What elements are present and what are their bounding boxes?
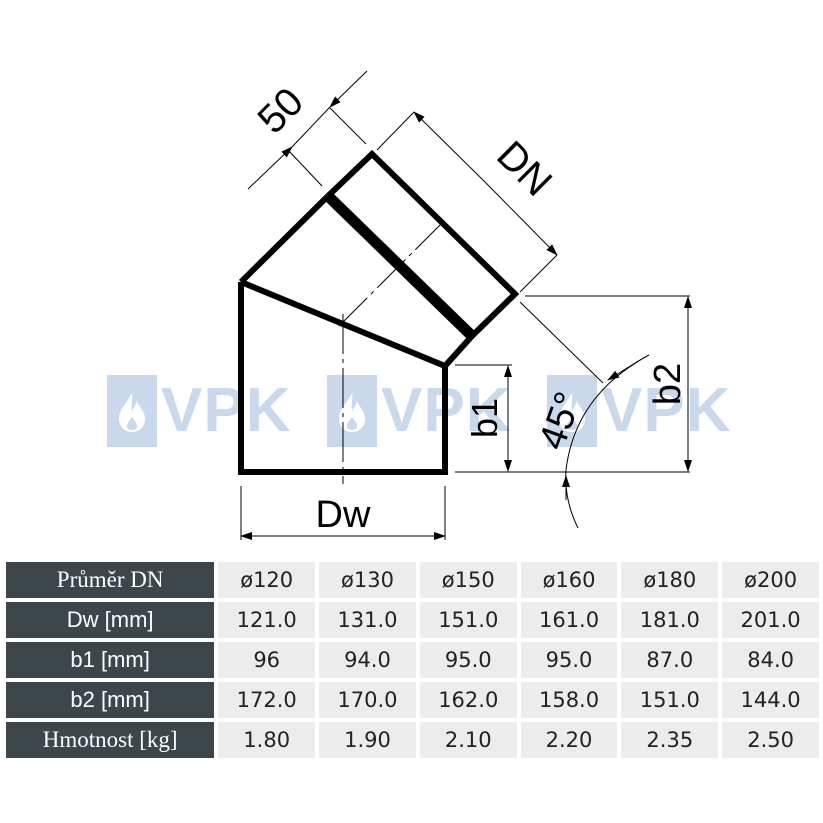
table-cell: ø180	[621, 562, 719, 598]
watermark-text: VPK	[161, 376, 292, 445]
dim-50-label: 50	[250, 80, 313, 143]
table-cell: 151.0	[621, 682, 719, 718]
elbow-drawing: 50 DN Dw b1 b2 45°	[238, 70, 692, 540]
table-cell: 151.0	[419, 602, 517, 638]
elbow-body	[238, 149, 520, 475]
vpk-watermark: VPK	[547, 375, 731, 447]
table-cell: 121.0	[218, 602, 316, 638]
table-cell: 2.20	[520, 722, 618, 758]
flame-icon	[327, 375, 377, 447]
table-cell: 144.0	[722, 682, 819, 718]
table-cell: 131.0	[319, 602, 416, 638]
table-row-dw: Dw [mm] 121.0 131.0 151.0 161.0 181.0 20…	[6, 602, 819, 638]
table-row-diameter: Průměr DN ø120 ø130 ø150 ø160 ø180 ø200	[6, 562, 819, 598]
table-row-b1: b1 [mm] 96 94.0 95.0 95.0 87.0 84.0	[6, 642, 819, 678]
dim-dw-label: Dw	[316, 494, 371, 536]
table-cell: ø160	[520, 562, 618, 598]
table-cell: 158.0	[520, 682, 618, 718]
dim-dn-label: DN	[488, 133, 560, 205]
table-cell: 1.90	[319, 722, 416, 758]
table-cell: 1.80	[218, 722, 316, 758]
table-cell: 2.50	[722, 722, 819, 758]
table-cell: 172.0	[218, 682, 316, 718]
table-cell: 181.0	[621, 602, 719, 638]
row-header: b1 [mm]	[6, 642, 215, 678]
table-cell: 201.0	[722, 602, 819, 638]
table-cell: 170.0	[319, 682, 416, 718]
row-header: Průměr DN	[6, 562, 215, 598]
table-row-b2: b2 [mm] 172.0 170.0 162.0 158.0 151.0 14…	[6, 682, 819, 718]
dim-b2-label: b2	[647, 363, 689, 405]
table-cell: ø130	[319, 562, 416, 598]
table-cell: 94.0	[319, 642, 416, 678]
table-cell: ø150	[419, 562, 517, 598]
vpk-watermark: VPK	[107, 375, 291, 447]
table-cell: ø120	[218, 562, 316, 598]
row-header: b2 [mm]	[6, 682, 215, 718]
table-cell: 95.0	[419, 642, 517, 678]
flame-icon	[107, 375, 157, 447]
flame-icon	[547, 375, 597, 447]
table-row-weight: Hmotnost [kg] 1.80 1.90 2.10 2.20 2.35 2…	[6, 722, 819, 758]
watermark-text: VPK	[601, 376, 732, 445]
table-cell: 161.0	[520, 602, 618, 638]
table-cell: 2.35	[621, 722, 719, 758]
table-cell: 95.0	[520, 642, 618, 678]
table-cell: 84.0	[722, 642, 819, 678]
dim-b1-label: b1	[464, 398, 505, 438]
spec-table: Průměr DN ø120 ø130 ø150 ø160 ø180 ø200 …	[2, 558, 823, 762]
table-cell: 162.0	[419, 682, 517, 718]
table-cell: ø200	[722, 562, 819, 598]
row-header: Hmotnost [kg]	[6, 722, 215, 758]
table-cell: 96	[218, 642, 316, 678]
angle-45-label: 45°	[531, 387, 590, 455]
row-header: Dw [mm]	[6, 602, 215, 638]
table-cell: 87.0	[621, 642, 719, 678]
table-cell: 2.10	[419, 722, 517, 758]
